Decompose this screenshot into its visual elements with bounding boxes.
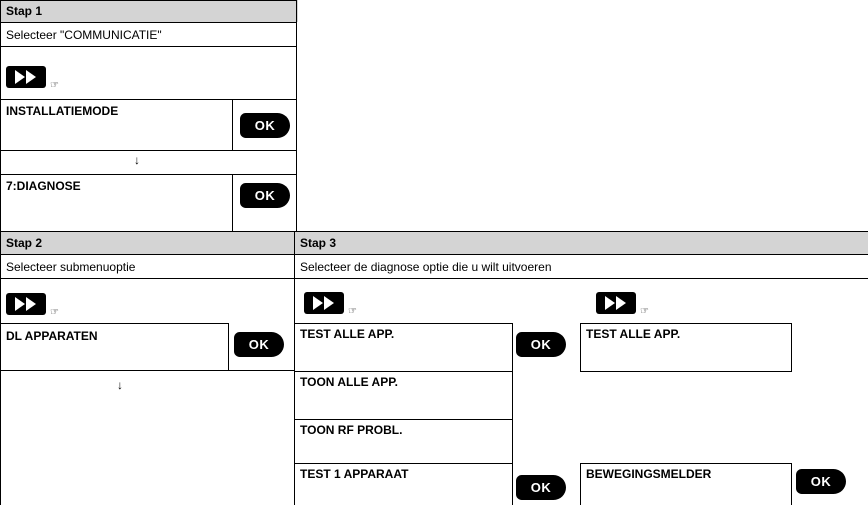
pointing-hand-icon: ☞ — [50, 80, 59, 91]
divider — [294, 463, 513, 464]
step3-section: Stap 3 Selecteer de diagnose optie die u… — [294, 230, 868, 505]
divider — [0, 174, 297, 175]
option-toon-alle-app[interactable]: TOON ALLE APP. — [300, 375, 399, 389]
down-arrow-icon: ↓ — [134, 153, 140, 167]
ok-button[interactable]: OK — [796, 469, 846, 494]
divider — [294, 323, 513, 324]
divider — [580, 463, 792, 464]
divider — [296, 0, 297, 232]
step2-instruction: Selecteer submenuoptie — [6, 260, 136, 274]
divider — [232, 99, 233, 150]
step2-header: Stap 2 — [0, 232, 294, 254]
forward-button[interactable] — [6, 66, 46, 88]
menu-diagnose: 7:DIAGNOSE — [6, 179, 81, 193]
fast-forward-icon — [605, 296, 626, 310]
ok-button[interactable]: OK — [240, 183, 290, 208]
step1-section: Stap 1 Selecteer "COMMUNICATIE" ☞ INSTAL… — [0, 0, 298, 230]
divider — [512, 323, 513, 505]
divider — [228, 323, 229, 370]
divider — [294, 371, 513, 372]
menu-installatiemode: INSTALLATIEMODE — [6, 104, 119, 118]
divider — [0, 254, 868, 255]
pointing-hand-icon: ☞ — [640, 306, 649, 317]
pointing-hand-icon: ☞ — [348, 306, 357, 317]
step3-instruction: Selecteer de diagnose optie die u wilt u… — [300, 260, 552, 274]
step2-section: Stap 2 Selecteer submenuoptie ☞ DL APPAR… — [0, 230, 298, 505]
forward-button[interactable] — [304, 292, 344, 314]
divider — [0, 46, 297, 47]
divider — [791, 323, 792, 371]
divider — [0, 99, 297, 100]
menu-dl-apparaten: DL APPARATEN — [6, 329, 98, 343]
ok-button[interactable]: OK — [240, 113, 290, 138]
divider — [580, 323, 581, 371]
option-test-1-apparaat[interactable]: TEST 1 APPARAAT — [300, 467, 409, 481]
step1-header: Stap 1 — [0, 0, 298, 22]
ok-button[interactable]: OK — [516, 332, 566, 357]
divider — [0, 370, 294, 371]
divider — [0, 278, 868, 279]
step1-instruction: Selecteer "COMMUNICATIE" — [6, 28, 162, 42]
divider — [0, 323, 228, 324]
option-test-alle-app[interactable]: TEST ALLE APP. — [300, 327, 395, 341]
step3-header: Stap 3 — [294, 232, 868, 254]
ok-button[interactable]: OK — [234, 332, 284, 357]
divider — [294, 419, 513, 420]
option-toon-rf-probl[interactable]: TOON RF PROBL. — [300, 423, 403, 437]
divider — [0, 0, 297, 1]
result-test-alle-app: TEST ALLE APP. — [586, 327, 681, 341]
fast-forward-icon — [313, 296, 334, 310]
divider — [791, 463, 792, 505]
divider — [0, 150, 297, 151]
forward-button[interactable] — [596, 292, 636, 314]
divider — [580, 371, 792, 372]
divider — [294, 231, 295, 505]
pointing-hand-icon: ☞ — [50, 307, 59, 318]
divider — [0, 22, 297, 23]
divider — [0, 231, 868, 232]
down-arrow-icon: ↓ — [117, 378, 123, 392]
divider — [580, 463, 581, 505]
divider — [232, 174, 233, 231]
divider — [0, 0, 1, 505]
divider — [580, 323, 792, 324]
fast-forward-icon — [15, 70, 36, 84]
fast-forward-icon — [15, 297, 36, 311]
result-bewegingsmelder: BEWEGINGSMELDER — [586, 467, 712, 481]
ok-button[interactable]: OK — [516, 475, 566, 500]
forward-button[interactable] — [6, 293, 46, 315]
